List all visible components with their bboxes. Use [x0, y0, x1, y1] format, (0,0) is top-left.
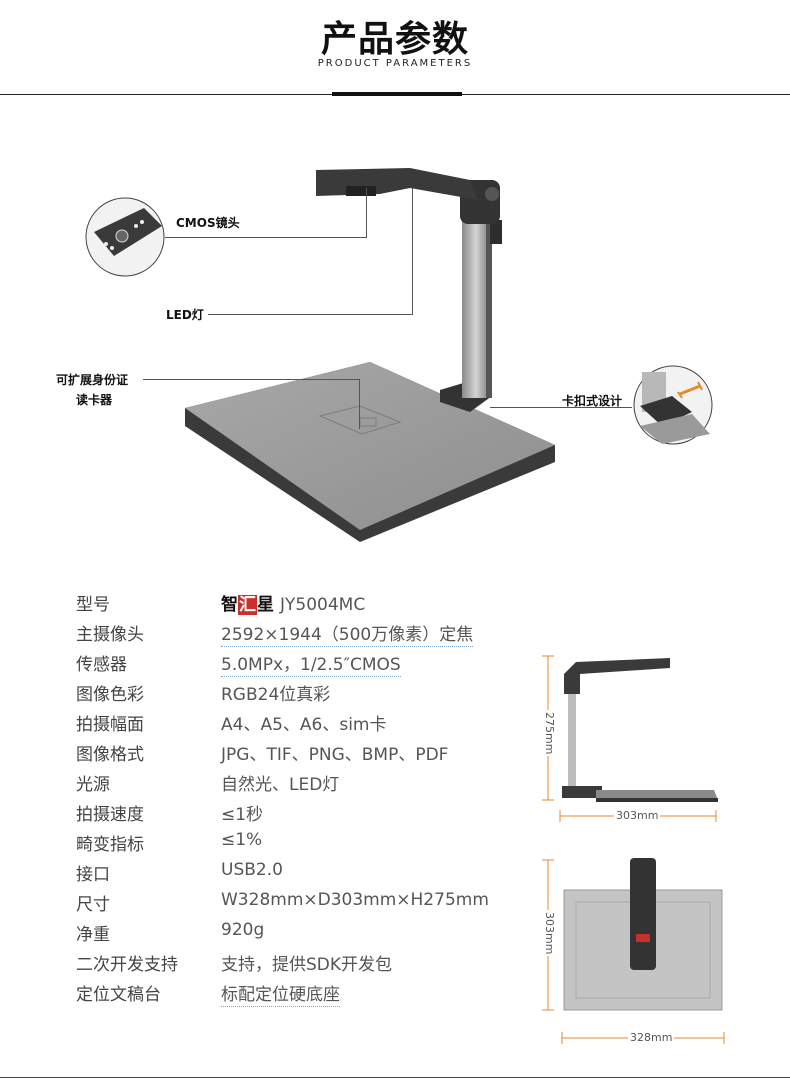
document-base [185, 362, 555, 530]
idcard-callout-line2: 读卡器 [76, 393, 113, 407]
vertical-pole [462, 220, 490, 398]
spec-row: 光源 自然光、LED灯 [76, 775, 340, 795]
led-callout: LED灯 [166, 308, 204, 322]
spec-row: 主摄像头 2592×1944（500万像素）定焦 [76, 620, 536, 650]
side-width-label: 303mm [614, 809, 661, 822]
spec-row: 接口 USB2.0 [76, 860, 283, 885]
cmos-zoom-circle [85, 197, 165, 277]
page-subtitle: PRODUCT PARAMETERS [317, 58, 473, 69]
top-width-label: 328mm [628, 1031, 675, 1044]
id-reader-area [318, 405, 402, 435]
spec-row: 尺寸 W328mm×D303mm×H275mm [76, 890, 489, 915]
brand-logo: 智汇星 [221, 595, 274, 615]
clip-leader-line [490, 407, 632, 408]
header-divider-accent [332, 92, 462, 96]
side-height-label: 275mm [543, 710, 556, 757]
top-depth-label: 303mm [543, 910, 556, 957]
spec-row: 图像格式 JPG、TIF、PNG、BMP、PDF [76, 745, 449, 765]
top-view-diagram [542, 858, 725, 1044]
clip-zoom-circle [633, 365, 713, 445]
clip-callout: 卡扣式设计 [562, 394, 623, 408]
camera-head [346, 186, 376, 196]
spec-row: 净重 920g [76, 920, 265, 945]
spec-label: 型号 [76, 595, 110, 615]
idcard-callout-line1: 可扩展身份证 [56, 373, 129, 387]
cmos-leader-line [165, 237, 367, 238]
side-view-diagram [542, 655, 718, 822]
spec-row: 拍摄速度 ≤1秒 [76, 805, 264, 825]
led-leader-line [208, 314, 413, 315]
idcard-leader-line [143, 379, 360, 380]
camera-arm [316, 168, 478, 200]
scanner-illustration [185, 168, 555, 542]
spec-row: 二次开发支持 支持，提供SDK开发包 [76, 955, 393, 975]
footer-divider [0, 1077, 790, 1078]
page-title: 产品参数 [320, 19, 469, 60]
spec-row: 图像色彩 RGB24位真彩 [76, 685, 331, 705]
cmos-callout: CMOS镜头 [176, 216, 240, 230]
spec-row: 传感器 5.0MPx，1/2.5″CMOS [76, 650, 536, 680]
spec-row: 拍摄幅面 A4、A5、A6、sim卡 [76, 715, 387, 735]
spec-row: 定位文稿台 标配定位硬底座 [76, 980, 536, 1010]
spec-row: 畸变指标 ≤1% [76, 830, 263, 855]
